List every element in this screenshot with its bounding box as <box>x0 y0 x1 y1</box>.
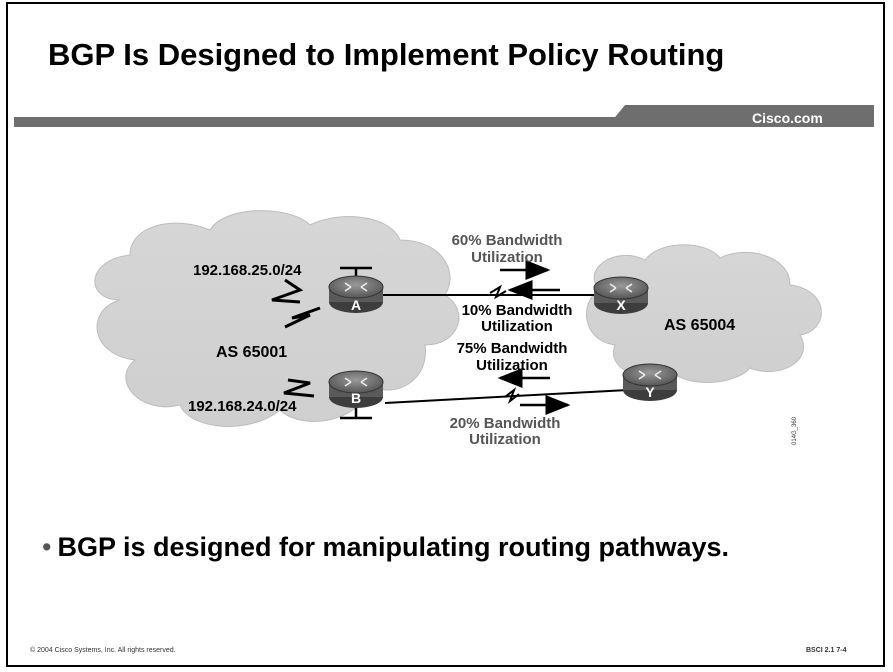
footer-copyright: © 2004 Cisco Systems, Inc. All rights re… <box>30 647 176 654</box>
router-x-icon <box>593 276 649 314</box>
router-x-label: X <box>616 297 626 313</box>
network-top-label: 192.168.25.0/24 <box>193 262 302 279</box>
bw-by-in-line2: Utilization <box>476 357 548 374</box>
cloud-as65004 <box>586 244 822 383</box>
footer-course: BSCI 2.1 7-4 <box>806 647 847 654</box>
bullet-dot: • <box>42 532 52 562</box>
router-a-icon <box>328 275 384 313</box>
as65001-label: AS 65001 <box>216 344 287 361</box>
serial-link-icon <box>271 278 321 398</box>
bw-ax-out-line2: Utilization <box>471 249 543 266</box>
as65004-label: AS 65004 <box>664 317 735 334</box>
link-b-y <box>384 387 629 404</box>
bw-ax-in-line2: Utilization <box>481 318 553 335</box>
slide-title: BGP Is Designed to Implement Policy Rout… <box>48 37 725 72</box>
bullet-point: •BGP is designed for manipulating routin… <box>42 532 729 563</box>
router-y-label: Y <box>645 384 655 400</box>
router-a-label: A <box>351 297 361 313</box>
figure-code: 014G_360 <box>792 416 798 445</box>
bw-ax-out-line1: 60% Bandwidth <box>452 232 563 249</box>
router-b-icon <box>328 370 384 408</box>
title-bar <box>14 117 874 127</box>
cisco-brand: Cisco.com <box>752 110 823 126</box>
router-b-label: B <box>351 390 361 406</box>
bw-by-in-line1: 75% Bandwidth <box>457 340 568 357</box>
bw-by-out-line2: Utilization <box>469 431 541 448</box>
cisco-tab <box>607 105 874 127</box>
network-bottom-label: 192.168.24.0/24 <box>188 398 297 415</box>
bullet-text: BGP is designed for manipulating routing… <box>57 532 730 562</box>
link-a-x <box>380 284 600 300</box>
bw-ax-in-line1: 10% Bandwidth <box>462 302 573 319</box>
bw-by-out-line1: 20% Bandwidth <box>450 415 561 432</box>
router-y-icon <box>622 363 678 401</box>
cloud-as65001 <box>94 210 460 427</box>
